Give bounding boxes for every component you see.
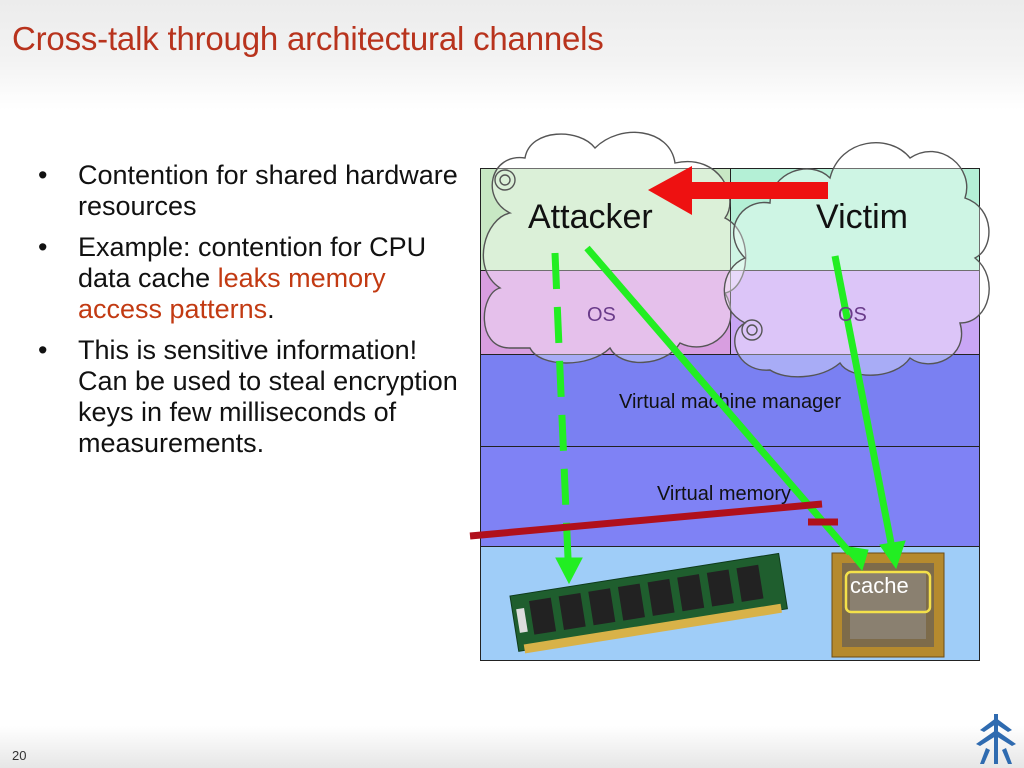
- cross-mark-icon: [469, 500, 838, 540]
- university-logo-icon: [976, 714, 1016, 764]
- bullet-highlight-text: leaks memory access patterns: [78, 263, 386, 324]
- bullet-text: .: [267, 294, 275, 324]
- virtual-memory-label: Virtual memory: [656, 483, 792, 505]
- bullet-list: •Contention for shared hardware resource…: [38, 160, 468, 469]
- os-left-layer: [480, 270, 731, 355]
- bullet-text: This is sensitive information! Can be us…: [78, 335, 458, 458]
- cloud-icon: [482, 131, 747, 364]
- attacker-label: Attacker: [528, 198, 653, 236]
- vmm-label: Virtual machine manager: [619, 391, 841, 413]
- os-right-label: OS: [838, 304, 867, 326]
- cache-label: cache: [850, 573, 909, 598]
- bullet-text: Example: contention for CPU data cache: [78, 232, 427, 293]
- os-left-label: OS: [587, 304, 616, 326]
- bullet-item: •This is sensitive information! Can be u…: [38, 335, 458, 458]
- diagram-overlay: [469, 131, 990, 658]
- bullet-item: •Example: contention for CPU data cache …: [38, 232, 427, 324]
- cloud-icon: [723, 142, 990, 378]
- footer-band: [0, 726, 1024, 768]
- slide-title: Cross-talk through architectural channel…: [12, 20, 604, 57]
- architecture-diagram: Virtual memory Virtual machine manager: [469, 118, 1000, 668]
- contention-arrow: [648, 166, 828, 215]
- bullet-item: •Contention for shared hardware resource…: [38, 160, 458, 221]
- title-band: [0, 0, 1024, 110]
- ram-module-icon: [509, 552, 788, 654]
- page-number: 20: [12, 748, 27, 763]
- bullet-text: Contention for shared hardware resources: [78, 160, 458, 221]
- victim-label: Victim: [816, 198, 908, 236]
- cpu-chip-icon: [831, 552, 945, 658]
